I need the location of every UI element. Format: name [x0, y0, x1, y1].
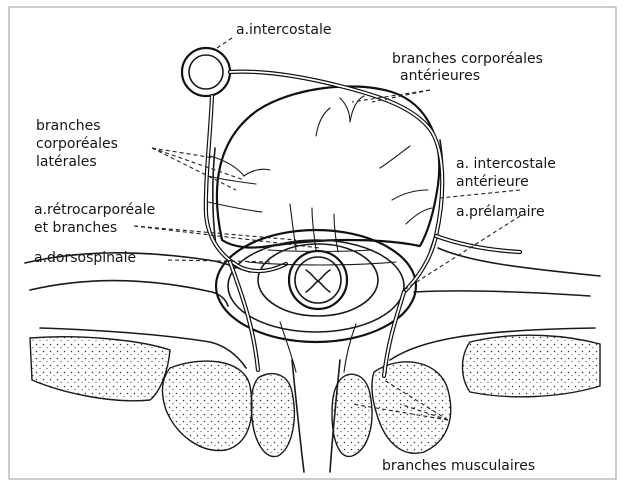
- label-corporeales-laterales-line3: latérales: [36, 154, 97, 170]
- label-dorsospinale: a.dorsospinale: [34, 250, 136, 266]
- label-corporeales-anterieures-line2: antérieures: [400, 68, 480, 84]
- label-corporeales-anterieures-line1: branches corporéales: [392, 51, 543, 67]
- label-retrocorporeale-line1: a.rétrocarporéale: [34, 202, 155, 218]
- label-retrocorporeale-line2: et branches: [34, 220, 117, 236]
- small-branches: [208, 96, 432, 372]
- label-corporeales-laterales-line2: corporéales: [36, 136, 118, 152]
- lower-structures: [30, 335, 600, 472]
- label-intercostale-anterieure-line2: antérieure: [456, 174, 529, 190]
- label-intercostale: a.intercostale: [236, 22, 331, 38]
- arterial-network: [206, 72, 520, 376]
- spinal-cord: [289, 251, 347, 309]
- aorta-ring: [182, 48, 230, 96]
- label-branches-musculaires: branches musculaires: [382, 458, 535, 474]
- label-prelamaire: a.prélamaire: [456, 204, 545, 220]
- label-corporeales-laterales-line1: branches: [36, 118, 101, 134]
- label-intercostale-anterieure-line1: a. intercostale: [456, 156, 556, 172]
